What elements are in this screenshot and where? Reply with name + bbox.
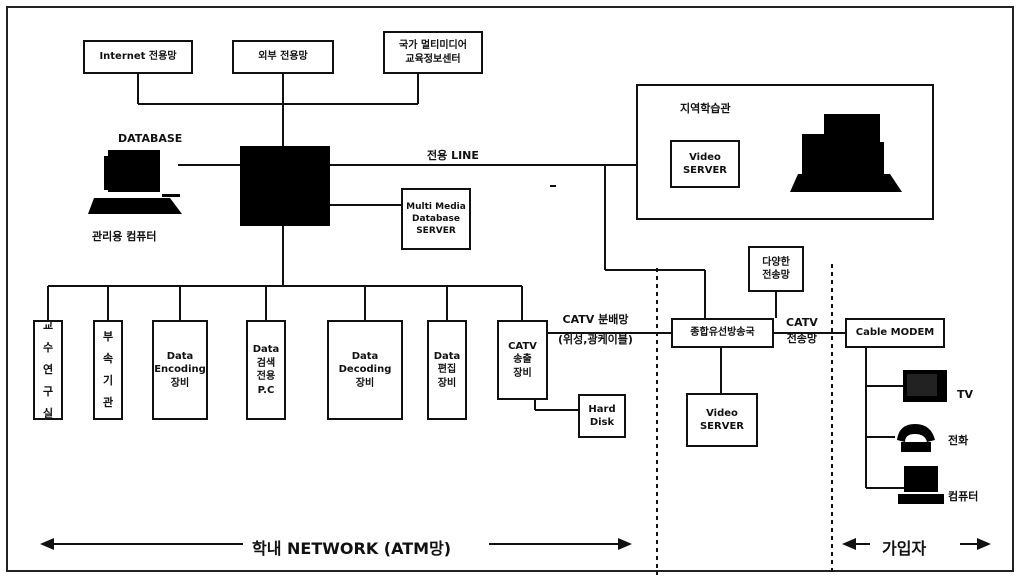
data-decoding-equipment: Data Decoding 장비 <box>327 320 403 420</box>
subscriber-label: 가입자 <box>882 539 927 558</box>
atm-switch <box>240 146 330 226</box>
data-editing-equipment: Data 편집 장비 <box>427 320 467 420</box>
tv-label: TV <box>957 388 974 401</box>
computer-label: 컴퓨터 <box>948 490 979 503</box>
external-network-box: 외부 전용망 <box>232 40 334 74</box>
telephone-label: 전화 <box>948 434 969 447</box>
tv-icon <box>903 370 947 402</box>
national-multimedia-center-box: 국가 멀티미디어 교육정보센터 <box>383 31 483 74</box>
station-video-server: Video SERVER <box>686 393 758 447</box>
hard-disk-box: Hard Disk <box>578 394 626 438</box>
admin-computer-icon <box>88 150 182 214</box>
campus-network-label: 학내 NETWORK (ATM망) <box>252 539 452 558</box>
regional-video-server: Video SERVER <box>670 140 740 188</box>
regional-learning-center-title: 지역학습관 <box>680 102 731 115</box>
catv-transmission-equipment: CATV 송출 장비 <box>497 320 548 400</box>
data-encoding-equipment: Data Encoding 장비 <box>152 320 208 420</box>
various-networks-box: 다양한 전송망 <box>748 246 804 292</box>
catv-transmission-network-label: CATV 전송망 <box>786 316 818 345</box>
database-label: DATABASE <box>118 132 183 145</box>
internet-network-box: Internet 전용망 <box>83 40 193 74</box>
regional-computers-icon <box>790 114 902 192</box>
catv-distribution-network-label: CATV 분배망 (위성,광케이블) <box>558 313 633 346</box>
telephone-icon <box>897 424 935 452</box>
data-search-pc: Data 검색 전용 P.C <box>246 320 286 420</box>
diagram-frame <box>6 6 1014 572</box>
cable-modem-box: Cable MODEM <box>845 318 945 348</box>
dedicated-line-label: 전용 LINE <box>427 149 479 162</box>
computer-icon <box>898 466 944 504</box>
admin-computer-label: 관리용 컴퓨터 <box>92 230 157 243</box>
cable-broadcasting-station: 종합유선방송국 <box>671 318 774 348</box>
multimedia-database-server: Multi Media Database SERVER <box>401 188 471 250</box>
